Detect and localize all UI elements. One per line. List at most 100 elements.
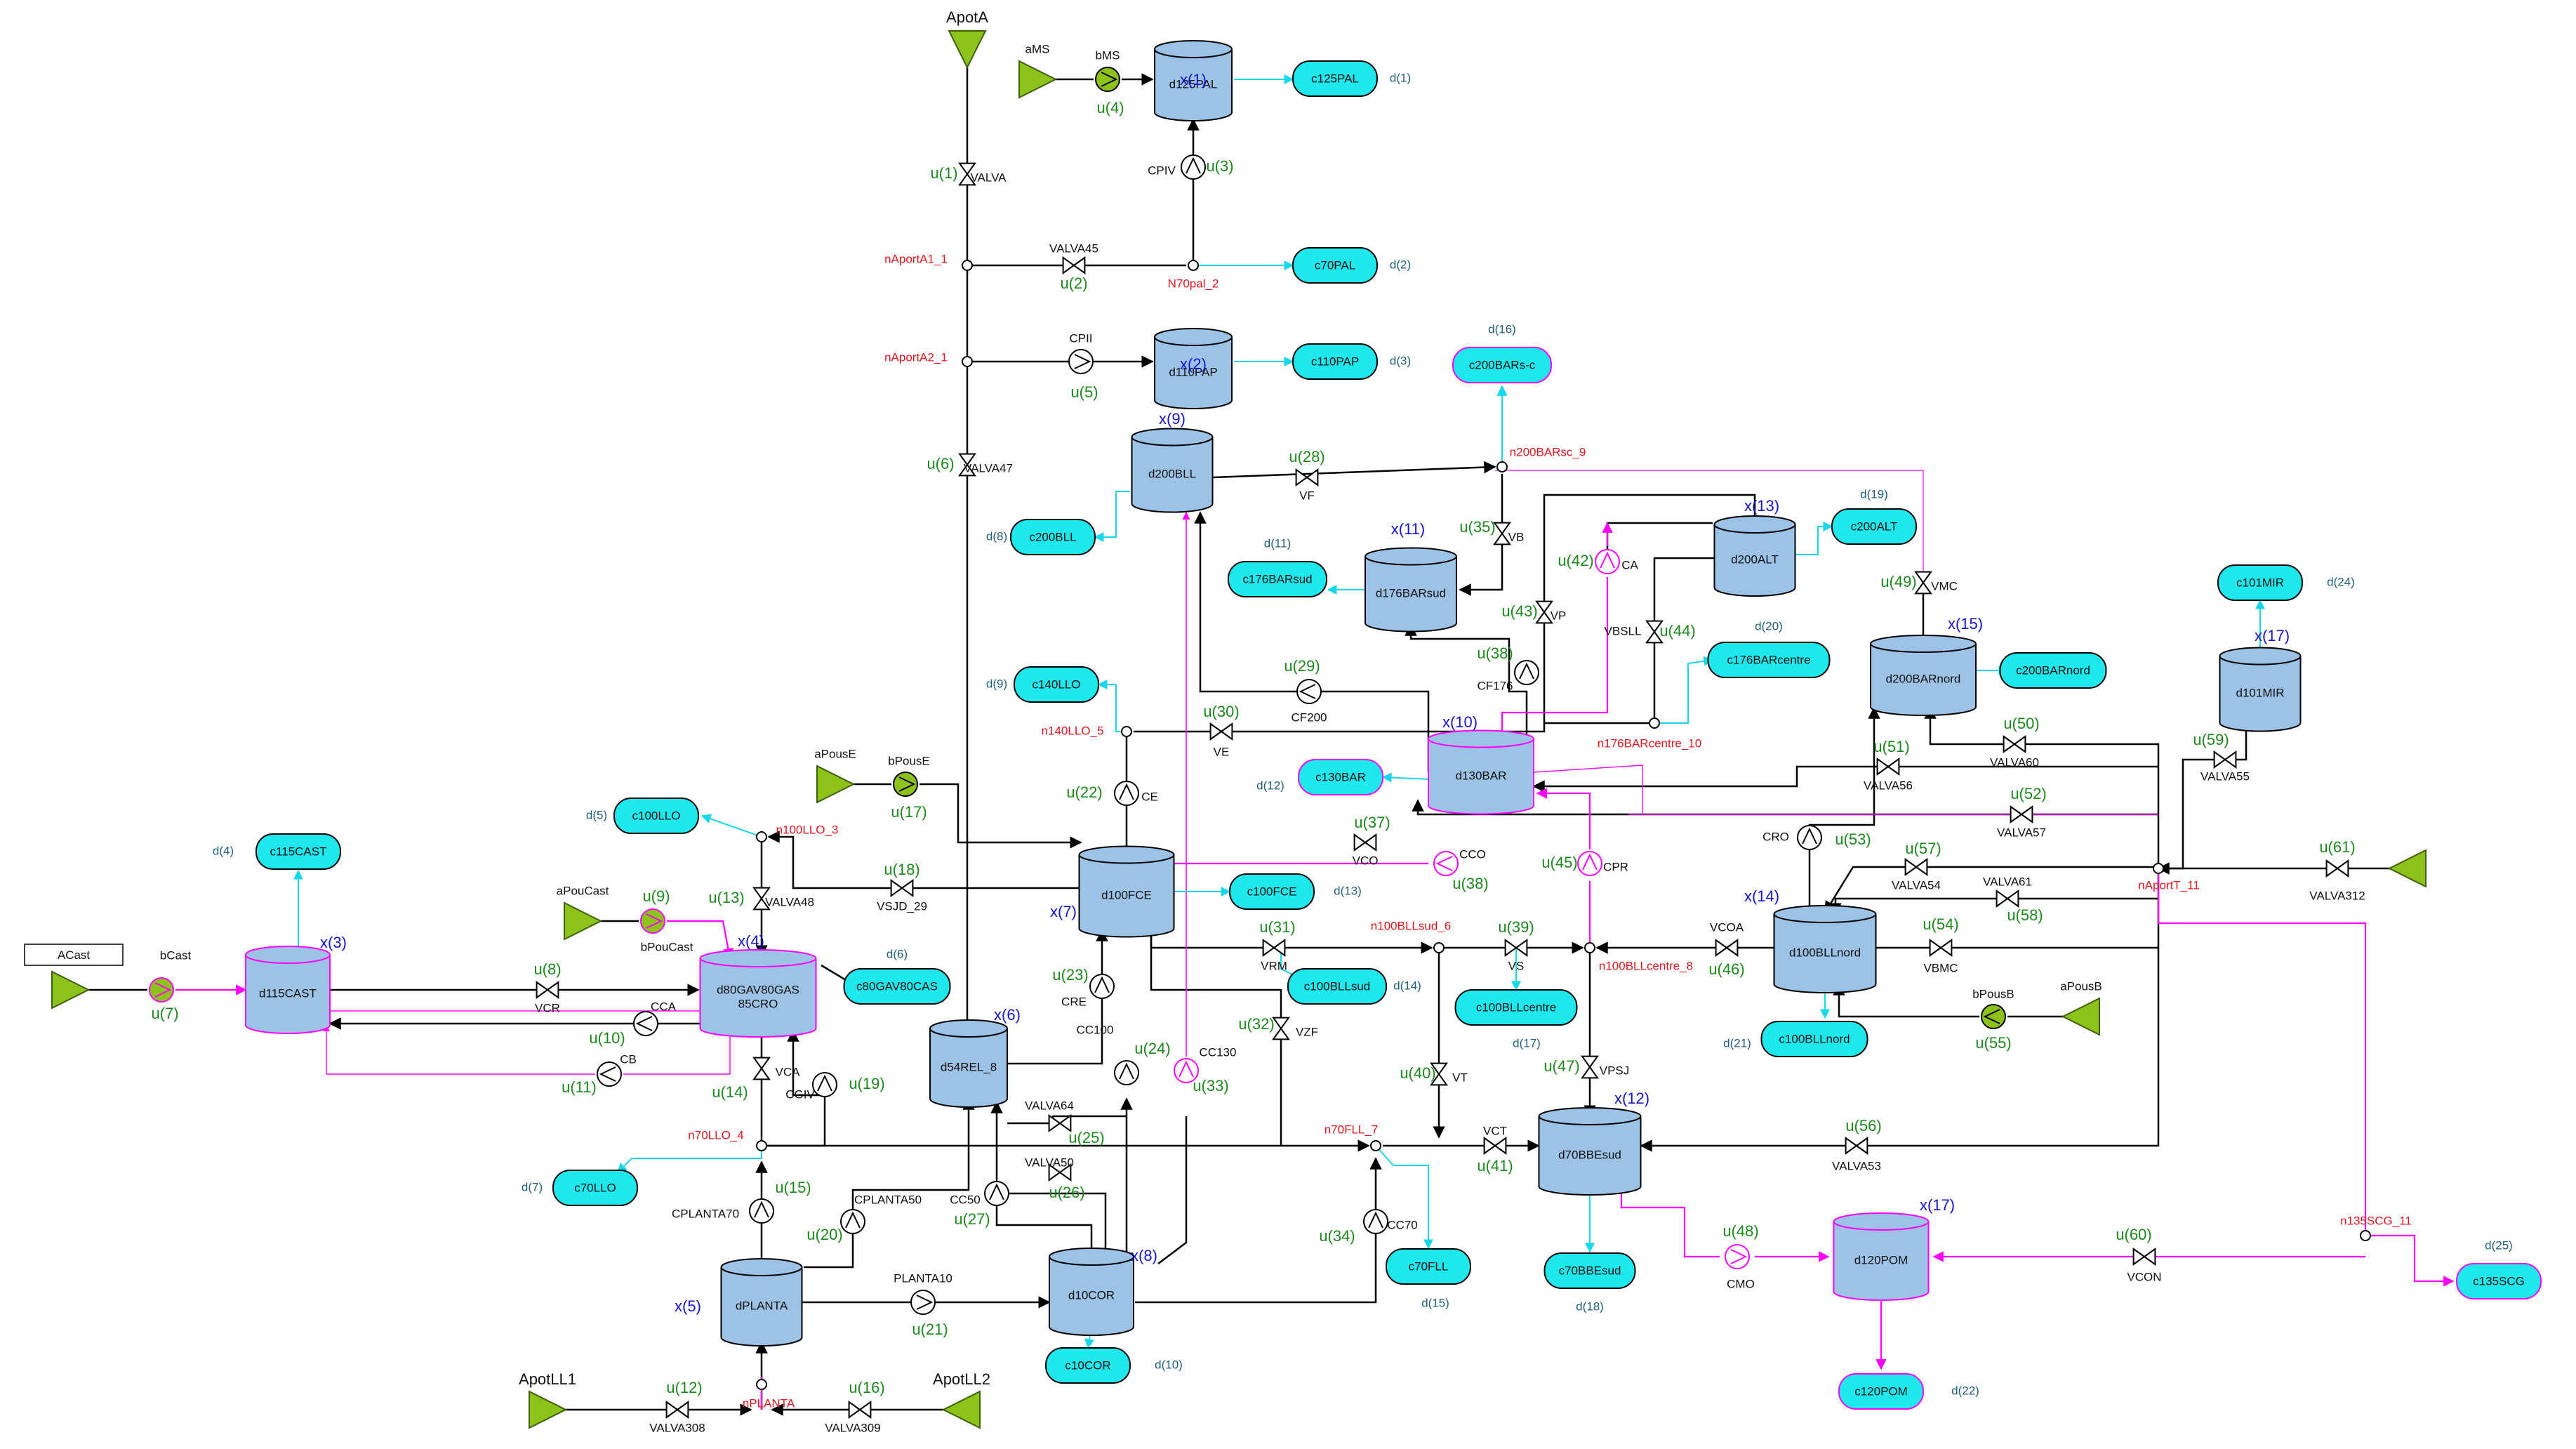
valve-vs[interactable]: VSu(39) [1498, 918, 1534, 973]
source-apoucast[interactable]: aPouCast [557, 884, 609, 941]
valve-vf[interactable]: VFu(28) [1289, 448, 1324, 503]
node-n200barsc-9[interactable]: n200BARsc_9 [1496, 445, 1586, 472]
node-naporta1-1[interactable]: nAportA1_1 [884, 252, 973, 271]
valve-vp[interactable]: VPu(43) [1501, 600, 1566, 624]
pump-ca[interactable]: CAu(42) [1558, 549, 1638, 574]
valve-vsjd-29[interactable]: VSJD_29u(18) [877, 861, 927, 913]
node-n70llo-4[interactable]: n70LLO_4 [688, 1128, 767, 1151]
source-aportt[interactable] [2387, 849, 2426, 888]
source-apota[interactable]: ApotA [946, 8, 988, 70]
node-n70pal-2[interactable]: N70pal_2 [1168, 260, 1219, 290]
node-naportt-11[interactable]: nAportT_11 [2138, 863, 2200, 892]
source-ams[interactable]: aMS [1018, 42, 1058, 99]
source-acast[interactable] [51, 970, 91, 1010]
tank-d54rel-8[interactable]: d54REL_8x(6) [929, 1006, 1021, 1108]
node-n100bllsud-6[interactable]: n100BLLsud_6 [1371, 919, 1451, 953]
node-n100llo-3[interactable]: n100LLO_3 [756, 823, 838, 842]
source-apotll1[interactable]: ApotLL1 [519, 1370, 576, 1429]
node-n140llo-5[interactable]: n140LLO_5 [1042, 724, 1132, 737]
node-n70fll-7[interactable]: n70FLL_7 [1324, 1123, 1381, 1151]
source-apouse[interactable]: aPousE [814, 747, 856, 804]
valve-vb[interactable]: VBu(35) [1459, 518, 1524, 545]
source-apousb[interactable]: aPousB [2060, 979, 2102, 1036]
pump-ce[interactable]: CEu(22) [1066, 781, 1158, 806]
source-apotll2[interactable]: ApotLL2 [933, 1370, 990, 1429]
node-n176barcentre-10[interactable]: n176BARcentre_10 [1598, 717, 1701, 750]
demand-c200barnord[interactable]: c200BARnord [1999, 652, 2107, 689]
node-naporta2-1[interactable]: nAportA2_1 [884, 350, 973, 367]
node-n100bllcentre-8[interactable]: n100BLLcentre_8 [1584, 942, 1693, 972]
